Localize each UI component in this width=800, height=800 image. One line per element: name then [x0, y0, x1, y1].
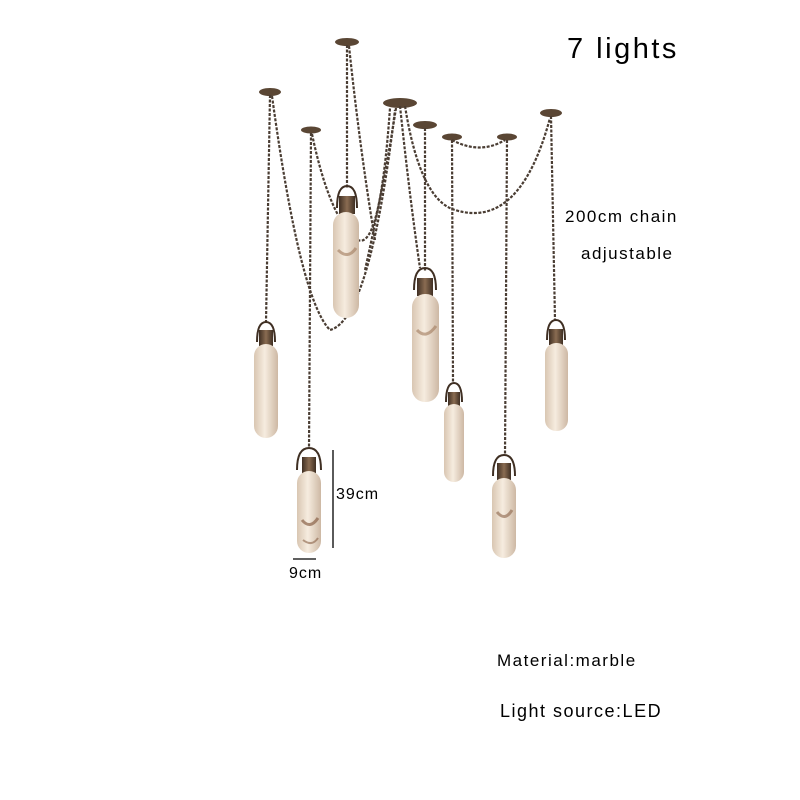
chain-adjustable-label: adjustable — [581, 244, 674, 263]
material-spec: Material:marble — [497, 651, 637, 670]
lights-count-title: 7 lights — [567, 33, 679, 65]
height-dimension-label: 39cm — [336, 486, 380, 503]
pendant-4 — [412, 266, 439, 402]
pendant-3 — [296, 446, 322, 553]
pendant-1 — [333, 184, 359, 318]
pendant-2 — [254, 320, 278, 438]
pendant-5 — [444, 381, 464, 482]
light-source-spec: Light source:LED — [500, 701, 663, 721]
chain-length-label: 200cm chain — [565, 207, 678, 226]
chains — [264, 45, 557, 456]
dimension-lines — [293, 450, 334, 560]
canopies — [259, 38, 562, 141]
pendant-6 — [492, 453, 516, 558]
pendant-7 — [545, 318, 568, 431]
width-dimension-label: 9cm — [289, 565, 323, 582]
